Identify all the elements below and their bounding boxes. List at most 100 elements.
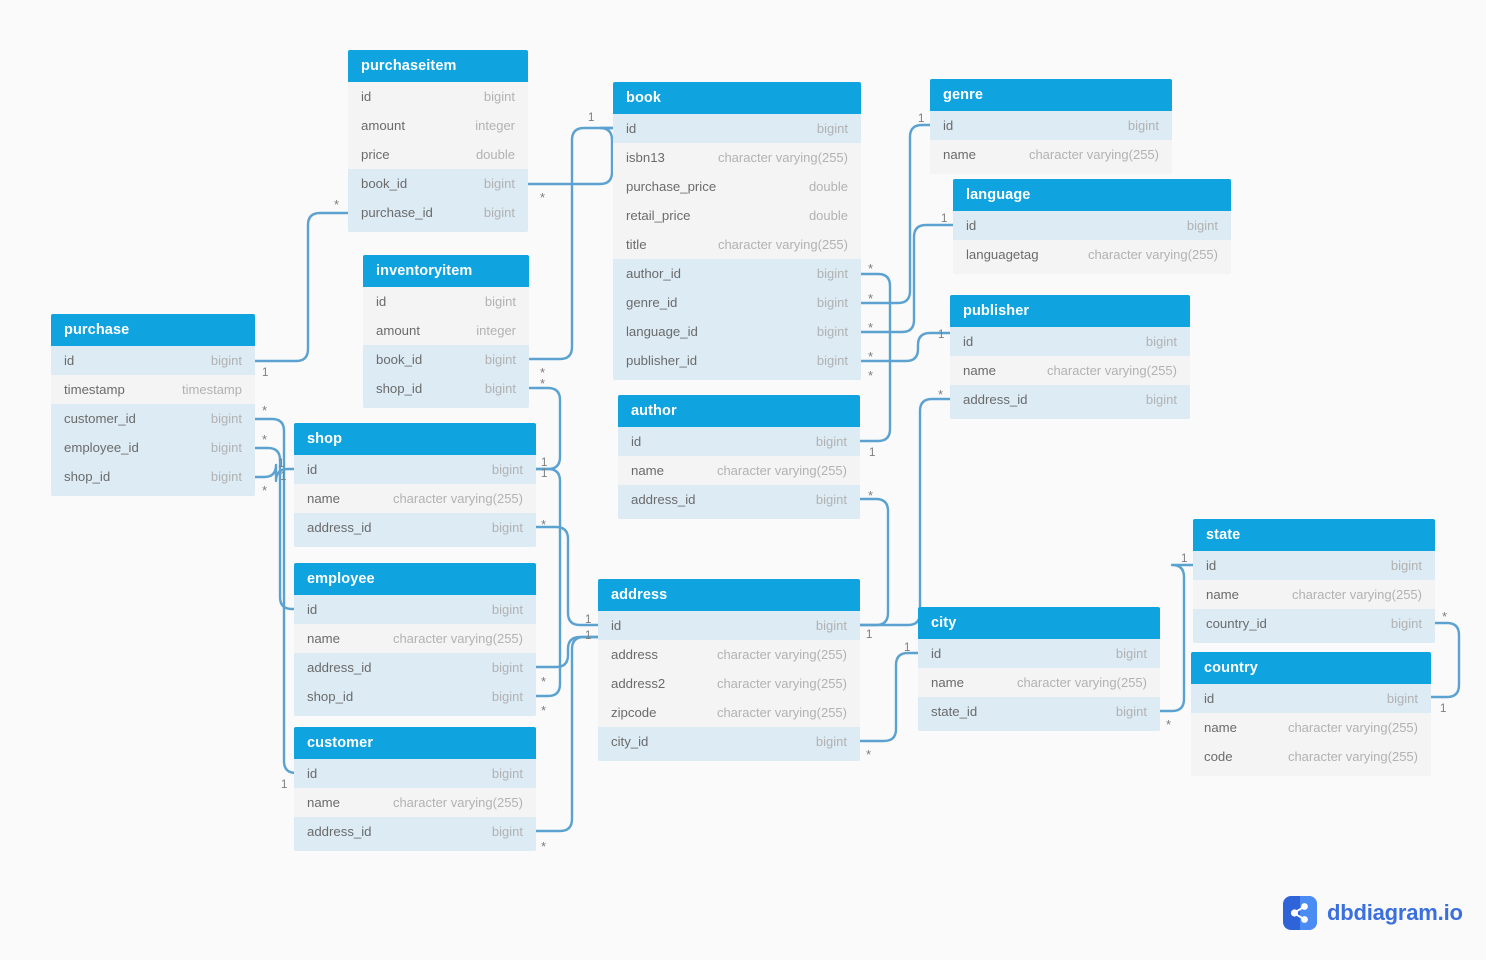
table-title: employee	[294, 563, 536, 595]
relationship-edge[interactable]	[526, 126, 615, 186]
relationship-edge[interactable]	[858, 497, 890, 627]
relationship-edge[interactable]	[1429, 621, 1461, 699]
relationship-edge[interactable]	[858, 272, 892, 443]
relationship-edge[interactable]	[859, 331, 952, 363]
relationship-edge[interactable]	[858, 651, 920, 743]
dbdiagram-brand[interactable]: dbdiagram.io	[1283, 896, 1463, 930]
relationship-edge[interactable]	[527, 126, 615, 361]
relationship-edge[interactable]	[858, 397, 952, 627]
relationship-edge[interactable]	[253, 446, 296, 611]
field-type: bigint	[1145, 392, 1177, 407]
field-name: languagetag	[966, 247, 1039, 262]
relationship-edge[interactable]	[534, 635, 600, 833]
relationship-edge[interactable]	[1158, 563, 1195, 713]
field-type: character varying(255)	[1087, 247, 1218, 262]
field-type: bigint	[815, 618, 847, 633]
relationship-edge[interactable]	[253, 463, 296, 483]
relationship-edge[interactable]	[534, 467, 562, 698]
relationship-edge[interactable]	[859, 223, 955, 334]
relationship-edge[interactable]	[253, 211, 350, 363]
relationship-edge[interactable]	[859, 123, 932, 305]
table-title: country	[1191, 652, 1431, 684]
cardinality-label: *	[868, 291, 874, 306]
cardinality-label: *	[868, 349, 874, 364]
relationship-edge[interactable]	[253, 417, 298, 775]
relationship-edge[interactable]	[534, 525, 600, 627]
field-row-languagetag[interactable]: languagetag character varying(255)	[953, 240, 1231, 269]
